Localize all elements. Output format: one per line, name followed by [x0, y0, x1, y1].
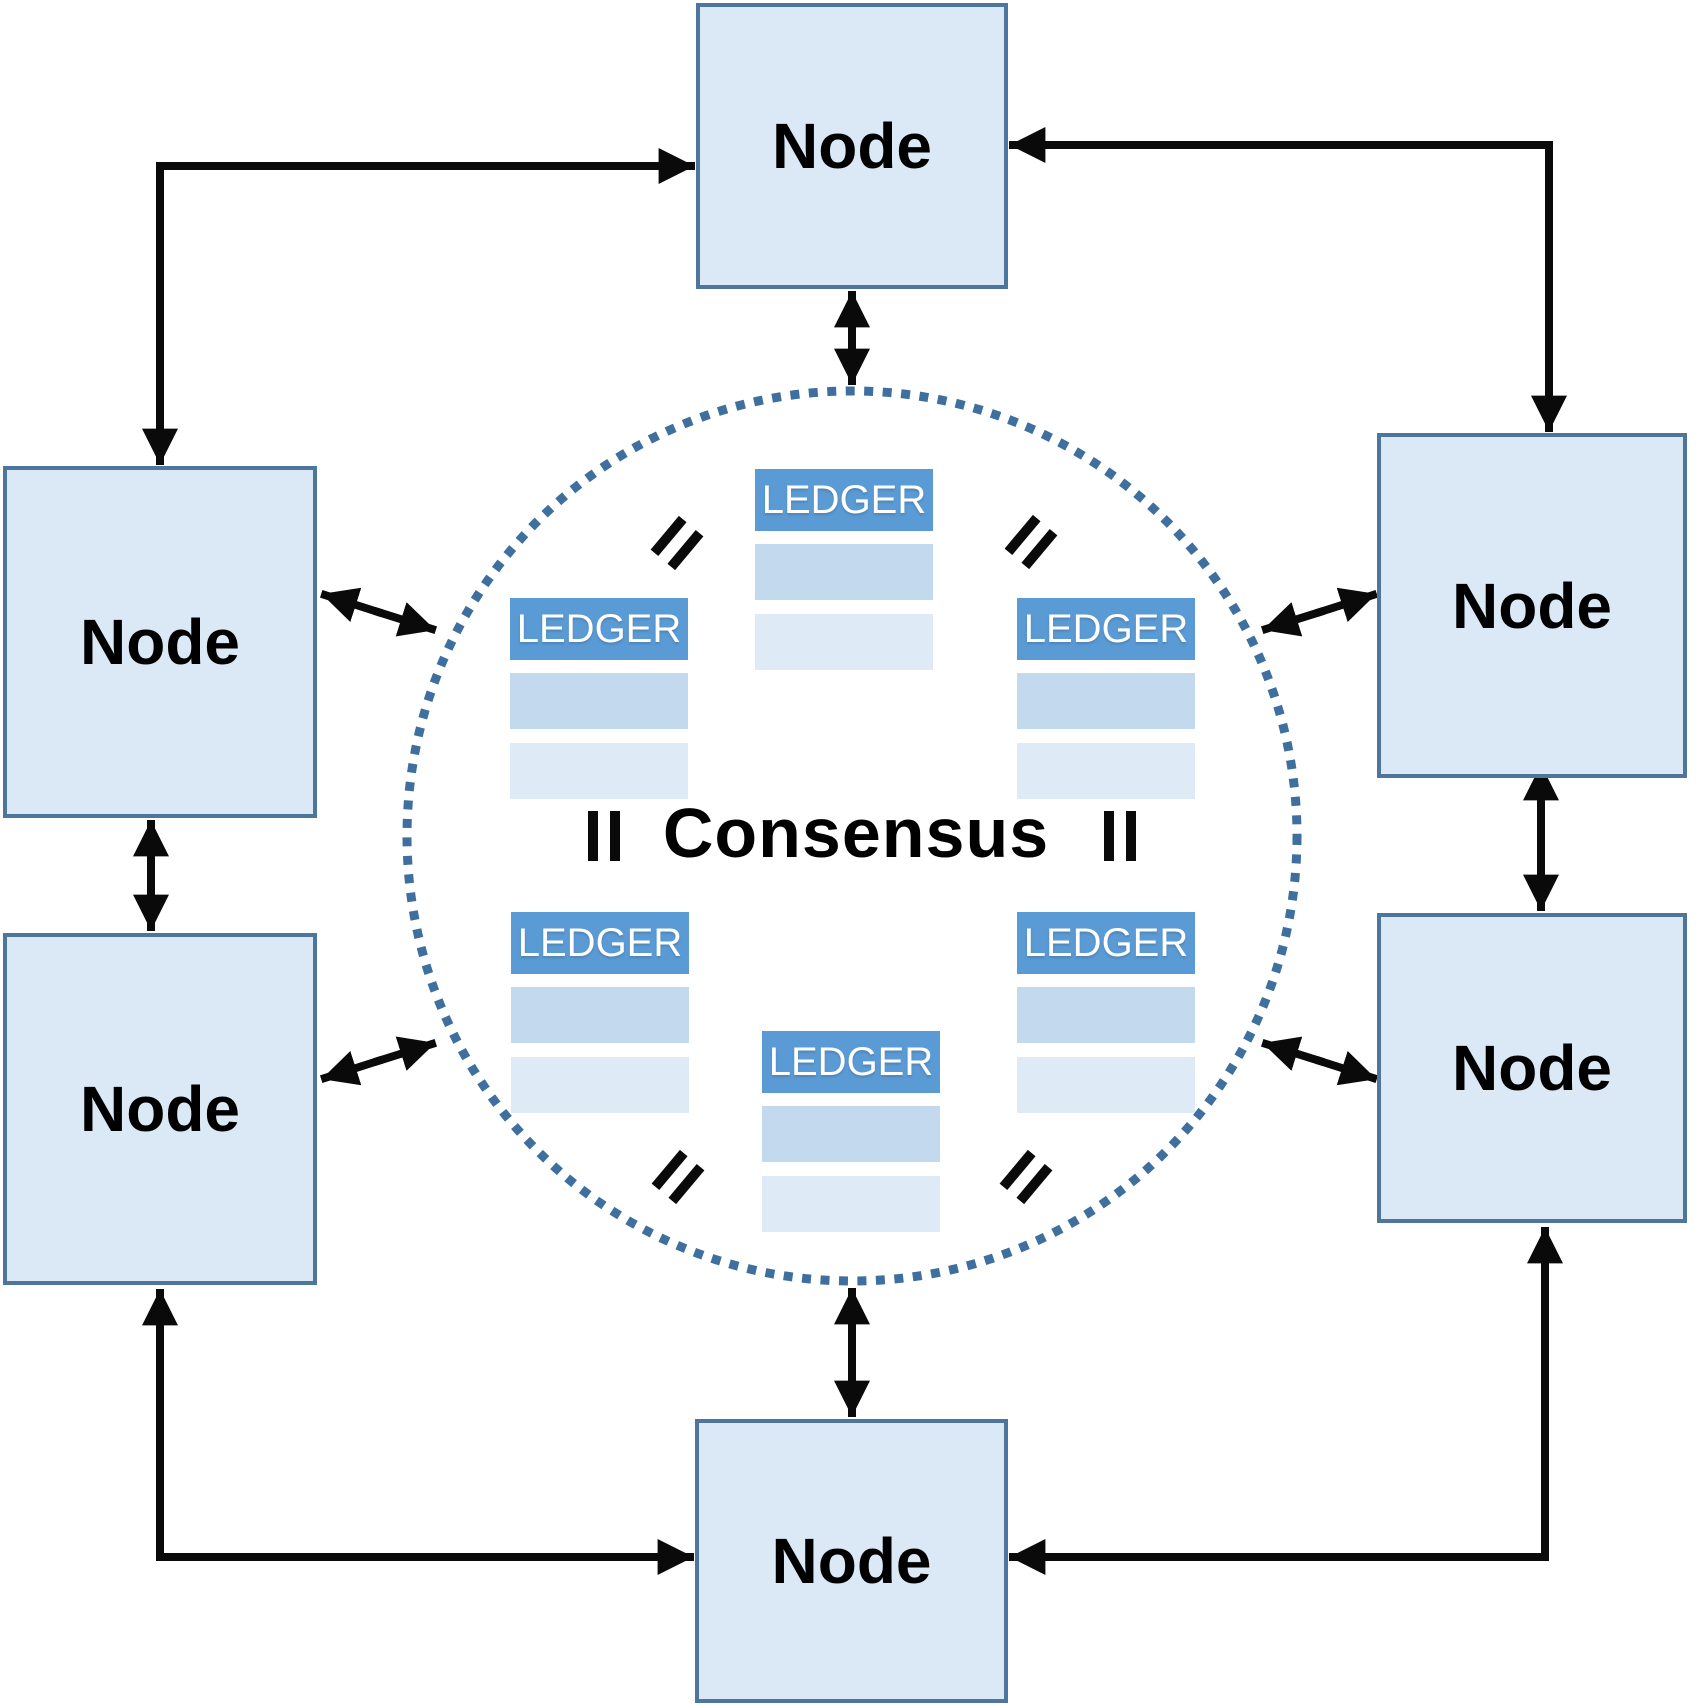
node-box-lower-right: Node [1377, 913, 1687, 1223]
ledger-table-top: LEDGER [755, 469, 933, 670]
node-label: Node [80, 1073, 240, 1145]
arrow-upperright-to-circle [1260, 587, 1379, 637]
arrow-top-to-upperleft [142, 148, 695, 465]
ledger-row [1017, 673, 1195, 729]
ledger-table-bottom: LEDGER [762, 1031, 940, 1232]
ledger-row [762, 1176, 940, 1232]
arrow-top-to-upperright [1009, 127, 1567, 432]
ledger-row [511, 987, 689, 1043]
node-label: Node [771, 1525, 932, 1597]
arrow-lowerright-to-circle [1260, 1036, 1379, 1086]
ledger-header: LEDGER [755, 469, 933, 531]
node-label: Node [1452, 569, 1612, 642]
node-box-lower-left: Node [3, 933, 317, 1285]
ledger-row [762, 1106, 940, 1162]
consensus-ring [402, 386, 1302, 1286]
ledger-row [755, 614, 933, 670]
node-box-upper-left: Node [3, 466, 317, 818]
consensus-label: Consensus [662, 794, 1050, 872]
ledger-row [1017, 987, 1195, 1043]
node-label: Node [772, 110, 932, 182]
ledger-table-lower-right: LEDGER [1017, 912, 1195, 1113]
ledger-table-upper-right: LEDGER [1017, 598, 1195, 799]
ledger-row [1017, 743, 1195, 799]
node-box-upper-right: Node [1377, 433, 1687, 778]
arrow-bottom-to-lowerleft [142, 1289, 694, 1575]
ledger-header: LEDGER [762, 1031, 940, 1093]
node-box-bottom: Node [695, 1419, 1008, 1703]
ledger-row [511, 1057, 689, 1113]
ledger-header: LEDGER [511, 912, 689, 974]
arrow-lowerleft-to-circle [319, 1036, 438, 1086]
ledger-row [510, 743, 688, 799]
arrow-upperleft-to-circle [319, 587, 438, 637]
ledger-table-lower-left: LEDGER [511, 912, 689, 1113]
arrow-bottom-to-lowerright [1009, 1227, 1563, 1575]
node-box-top: Node [696, 3, 1008, 289]
ledger-row [510, 673, 688, 729]
equals-mark-left [588, 811, 620, 861]
node-label: Node [1452, 1032, 1612, 1104]
ledger-row [755, 544, 933, 600]
equals-mark-right [1104, 811, 1136, 861]
ledger-header: LEDGER [1017, 598, 1195, 660]
node-label: Node [80, 606, 240, 678]
ledger-table-upper-left: LEDGER [510, 598, 688, 799]
ledger-header: LEDGER [510, 598, 688, 660]
ledger-header: LEDGER [1017, 912, 1195, 974]
ledger-row [1017, 1057, 1195, 1113]
